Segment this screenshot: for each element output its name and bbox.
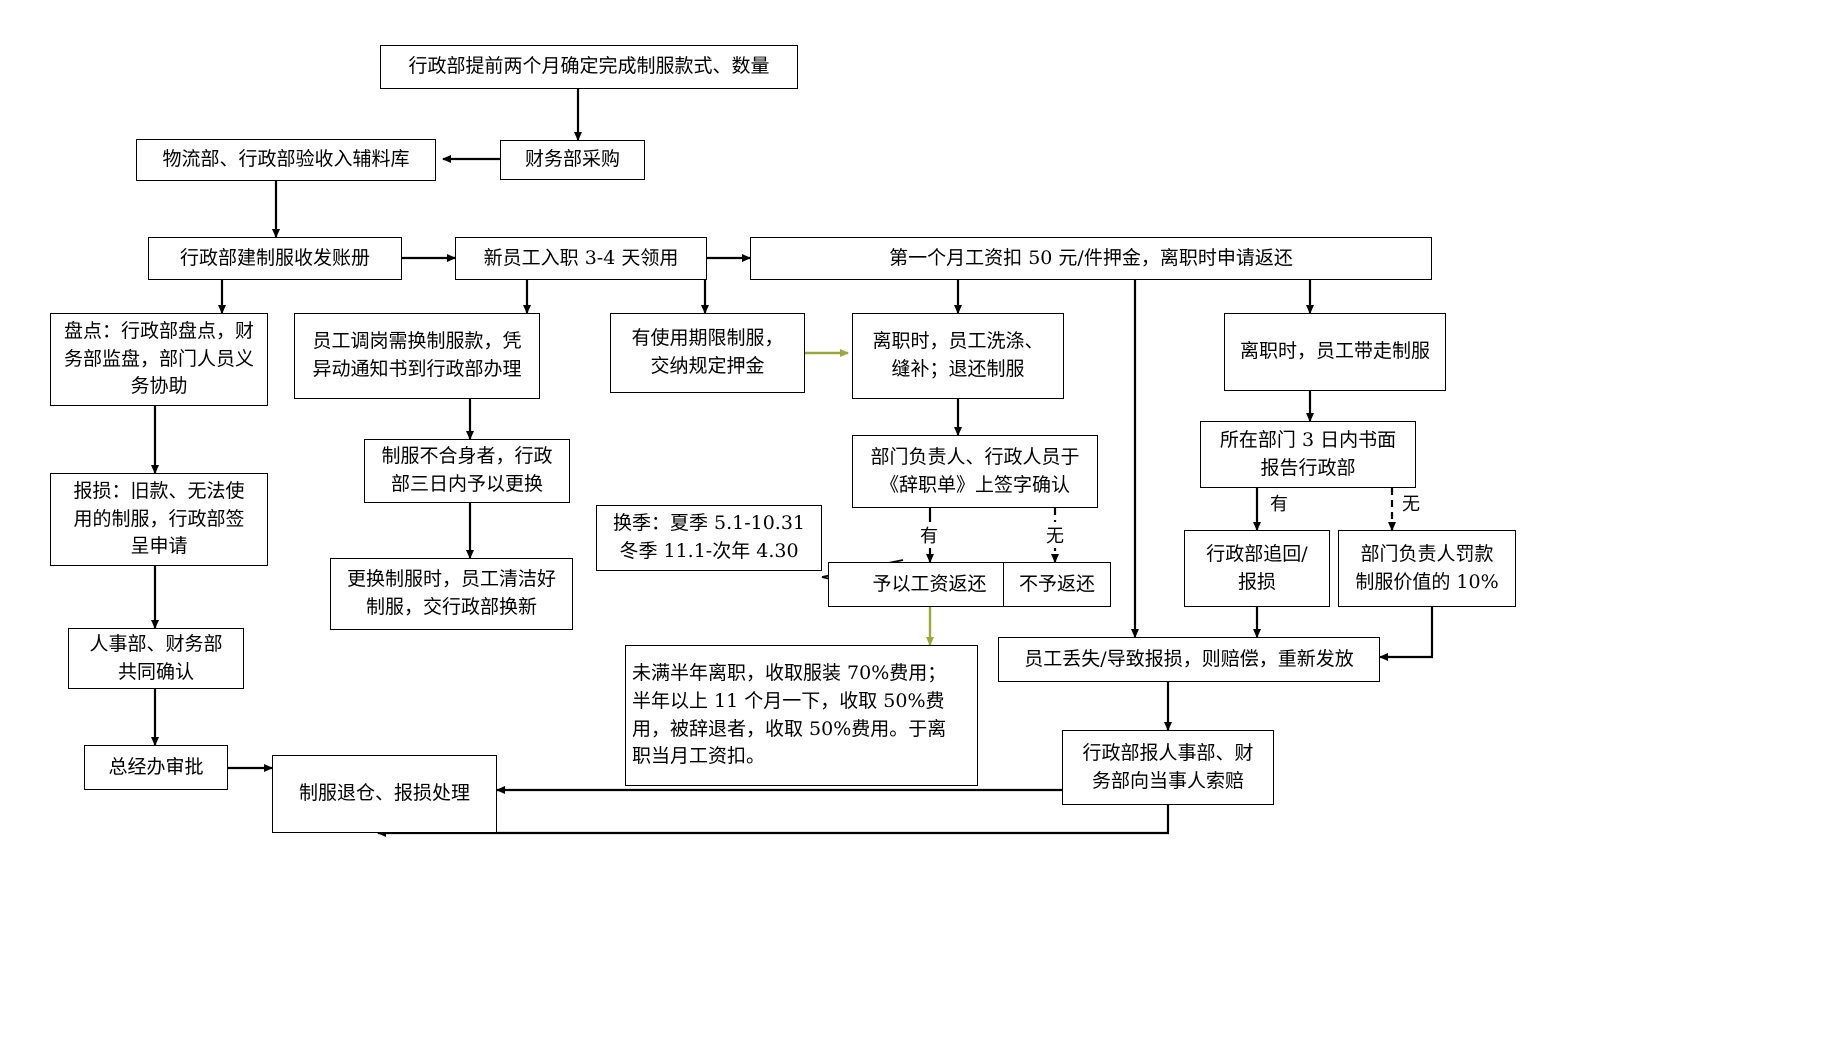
node-label: 财务部采购 xyxy=(524,148,620,171)
node-label: 报损：旧款、无法使用的制服，行政部签呈申请 xyxy=(73,480,245,558)
edge-label-wu-1: 无 xyxy=(1044,522,1066,548)
node-label: 部门负责人罚款制服价值的 10% xyxy=(1355,542,1499,593)
node-n15[interactable]: 所在部门 3 日内书面报告行政部 xyxy=(1200,421,1416,488)
node-n23[interactable]: 未满半年离职，收取服装 70%费用；半年以上 11 个月一下，收取 50%费用，… xyxy=(625,645,978,786)
node-n11[interactable]: 离职时，员工带走制服 xyxy=(1224,313,1446,391)
node-n20[interactable]: 不予返还 xyxy=(1003,562,1111,607)
node-label: 盘点：行政部盘点，财务部监盘，部门人员义务协助 xyxy=(63,320,254,398)
node-label: 制服退仓、报损处理 xyxy=(298,782,470,805)
node-label: 人事部、财务部共同确认 xyxy=(89,632,223,683)
node-n9[interactable]: 有使用期限制服，交纳规定押金 xyxy=(610,313,805,393)
node-label: 行政部提前两个月确定完成制服款式、数量 xyxy=(408,55,770,78)
node-label: 离职时，员工洗涤、缝补；退还制服 xyxy=(872,330,1044,380)
node-n8[interactable]: 员工调岗需换制服款，凭异动通知书到行政部办理 xyxy=(294,313,540,399)
node-n26[interactable]: 制服退仓、报损处理 xyxy=(272,755,497,833)
node-label: 予以工资返还 xyxy=(872,572,987,595)
node-n22[interactable]: 部门负责人罚款制服价值的 10% xyxy=(1338,530,1516,607)
edge-label-wu-2: 无 xyxy=(1400,490,1422,516)
node-label: 制服不合身者，行政部三日内予以更换 xyxy=(381,445,553,495)
node-n3[interactable]: 物流部、行政部验收入辅料库 xyxy=(136,139,436,181)
node-n14[interactable]: 部门负责人、行政人员于《辞职单》上签字确认 xyxy=(852,435,1098,508)
node-n16[interactable]: 人事部、财务部共同确认 xyxy=(68,628,244,689)
node-n7[interactable]: 盘点：行政部盘点，财务部监盘，部门人员义务协助 xyxy=(50,313,268,406)
node-n24[interactable]: 员工丢失/导致报损，则赔偿，重新发放 xyxy=(998,637,1380,682)
node-n27[interactable]: 行政部报人事部、财务部向当事人索赔 xyxy=(1062,730,1274,805)
node-n19[interactable]: 予以工资返还 xyxy=(828,562,1031,607)
node-label: 离职时，员工带走制服 xyxy=(1239,340,1430,363)
node-label: 员工调岗需换制服款，凭异动通知书到行政部办理 xyxy=(312,330,522,380)
node-label: 有使用期限制服，交纳规定押金 xyxy=(631,327,784,377)
node-n1[interactable]: 行政部提前两个月确定完成制服款式、数量 xyxy=(380,45,798,89)
node-n13[interactable]: 制服不合身者，行政部三日内予以更换 xyxy=(364,439,570,503)
node-label: 第一个月工资扣 50 元/件押金，离职时申请返还 xyxy=(889,246,1293,269)
node-label: 新员工入职 3-4 天领用 xyxy=(483,246,679,269)
node-n6[interactable]: 第一个月工资扣 50 元/件押金，离职时申请返还 xyxy=(750,237,1432,280)
node-n12[interactable]: 报损：旧款、无法使用的制服，行政部签呈申请 xyxy=(50,473,268,566)
node-n25[interactable]: 总经办审批 xyxy=(84,745,228,790)
node-n5[interactable]: 新员工入职 3-4 天领用 xyxy=(455,237,707,280)
node-n21[interactable]: 行政部追回/报损 xyxy=(1184,530,1330,607)
node-label: 不予返还 xyxy=(1018,572,1095,595)
node-label: 未满半年离职，收取服装 70%费用；半年以上 11 个月一下，收取 50%费用，… xyxy=(632,662,947,768)
node-n2[interactable]: 财务部采购 xyxy=(500,140,645,180)
node-label: 总经办审批 xyxy=(108,755,204,778)
node-label: 行政部追回/报损 xyxy=(1206,542,1308,593)
node-label: 行政部建制服收发账册 xyxy=(179,246,370,269)
node-label: 所在部门 3 日内书面报告行政部 xyxy=(1219,428,1397,479)
node-n18[interactable]: 更换制服时，员工清洁好制服，交行政部换新 xyxy=(330,558,573,630)
node-label: 员工丢失/导致报损，则赔偿，重新发放 xyxy=(1024,647,1354,670)
node-label: 行政部报人事部、财务部向当事人索赔 xyxy=(1082,741,1254,792)
node-n10[interactable]: 离职时，员工洗涤、缝补；退还制服 xyxy=(852,313,1064,399)
node-n4[interactable]: 行政部建制服收发账册 xyxy=(148,237,402,280)
node-label: 更换制服时，员工清洁好制服，交行政部换新 xyxy=(346,568,556,618)
node-label: 部门负责人、行政人员于《辞职单》上签字确认 xyxy=(870,445,1080,496)
node-label: 物流部、行政部验收入辅料库 xyxy=(162,148,410,171)
edge-label-you-2: 有 xyxy=(1268,490,1290,516)
edge-label-you-1: 有 xyxy=(918,522,940,548)
